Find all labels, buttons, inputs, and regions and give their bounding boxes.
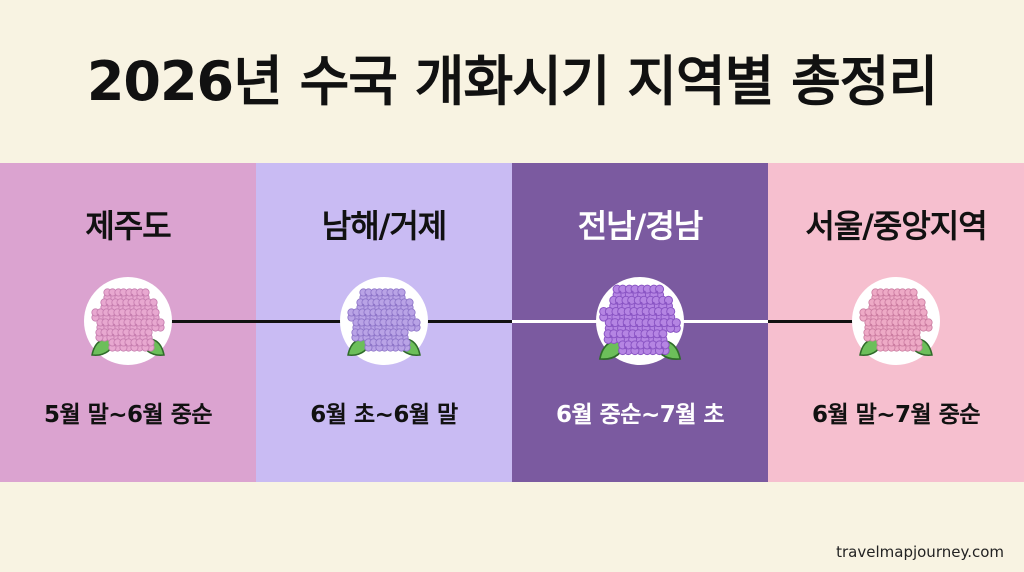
- region-panel-seoul-central: 서울/중앙지역 6월 말~7월 중순: [768, 163, 1024, 482]
- page-title: 2026년 수국 개화시기 지역별 총정리: [86, 50, 938, 113]
- flower-badge: [596, 277, 684, 365]
- hydrangea-lavender-icon: [347, 288, 421, 356]
- bloom-period: 6월 초~6월 말: [310, 402, 458, 428]
- region-name: 서울/중앙지역: [805, 207, 987, 245]
- hydrangea-purple-icon: [598, 284, 682, 360]
- flower-badge: [340, 277, 428, 365]
- connector-line: [128, 320, 256, 323]
- hydrangea-pink-icon: [91, 288, 165, 356]
- hydrangea-pink-icon: [859, 288, 933, 356]
- region-name: 전남/경남: [577, 207, 703, 245]
- site-watermark: travelmapjourney.com: [836, 543, 1004, 561]
- connector-line: [768, 320, 896, 323]
- bloom-period: 6월 말~7월 중순: [811, 402, 981, 428]
- region-name: 남해/거제: [321, 207, 447, 245]
- region-panel-namhae-geoje: 남해/거제 6월 초~6월 말: [256, 163, 512, 482]
- bloom-period: 6월 중순~7월 초: [555, 402, 725, 428]
- region-timeline: 제주도 5월 말~6월 중순 남해/거제 6월 초~6월 말 전남/경남 6월 …: [0, 163, 1024, 482]
- bloom-period: 5월 말~6월 중순: [43, 402, 213, 428]
- region-panel-jeju: 제주도 5월 말~6월 중순: [0, 163, 256, 482]
- flower-badge: [852, 277, 940, 365]
- region-panel-jeonnam-gyeongnam: 전남/경남 6월 중순~7월 초: [512, 163, 768, 482]
- flower-badge: [84, 277, 172, 365]
- region-name: 제주도: [85, 207, 171, 245]
